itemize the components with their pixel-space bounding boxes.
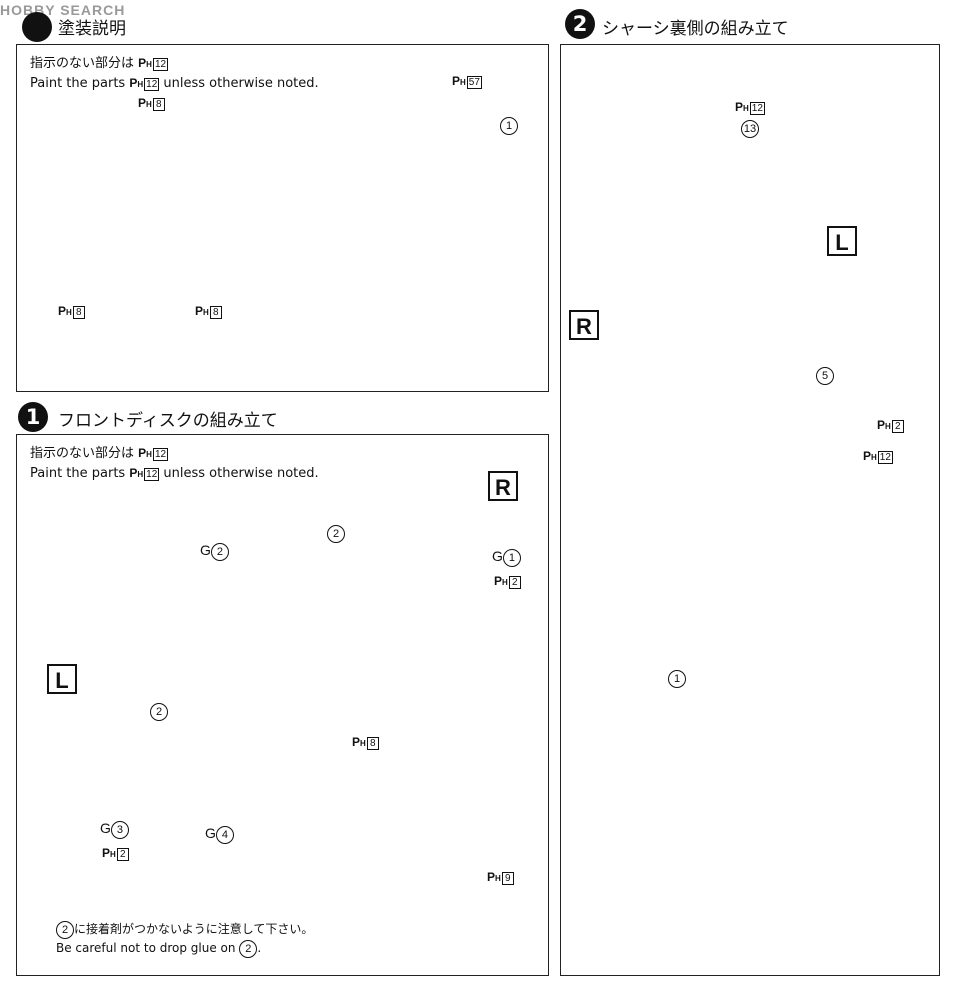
step2-title: シャーシ裏側の組み立て [602, 19, 789, 39]
step1-number-badge: 1 [18, 402, 48, 432]
step1-title: フロントディスクの組み立て [58, 411, 278, 431]
paint-note-jp: 指示のない部分は [30, 56, 135, 71]
paint-note-en: Paint the parts [30, 76, 126, 91]
step2-right-side-label: R [569, 310, 599, 340]
step1-right-side-label: R [488, 471, 518, 501]
step1-left-side-label: L [47, 664, 77, 694]
part-label-pin-r: 2 [327, 522, 345, 543]
step2-number-badge: 2 [565, 9, 595, 39]
part-number-callout: 1 [500, 114, 518, 135]
step2-panel [560, 44, 940, 976]
paint-section-title: 塗装説明 [58, 19, 126, 39]
paint-section-panel [16, 44, 549, 392]
part-label-5: 5 [816, 364, 834, 385]
part-label-1: 1 [668, 667, 686, 688]
step1-panel [16, 434, 549, 976]
part-label-pin-l: 2 [150, 700, 168, 721]
part-label-13: 13 [741, 117, 759, 138]
paint-section-badge [22, 12, 52, 42]
step2-left-side-label: L [827, 226, 857, 256]
